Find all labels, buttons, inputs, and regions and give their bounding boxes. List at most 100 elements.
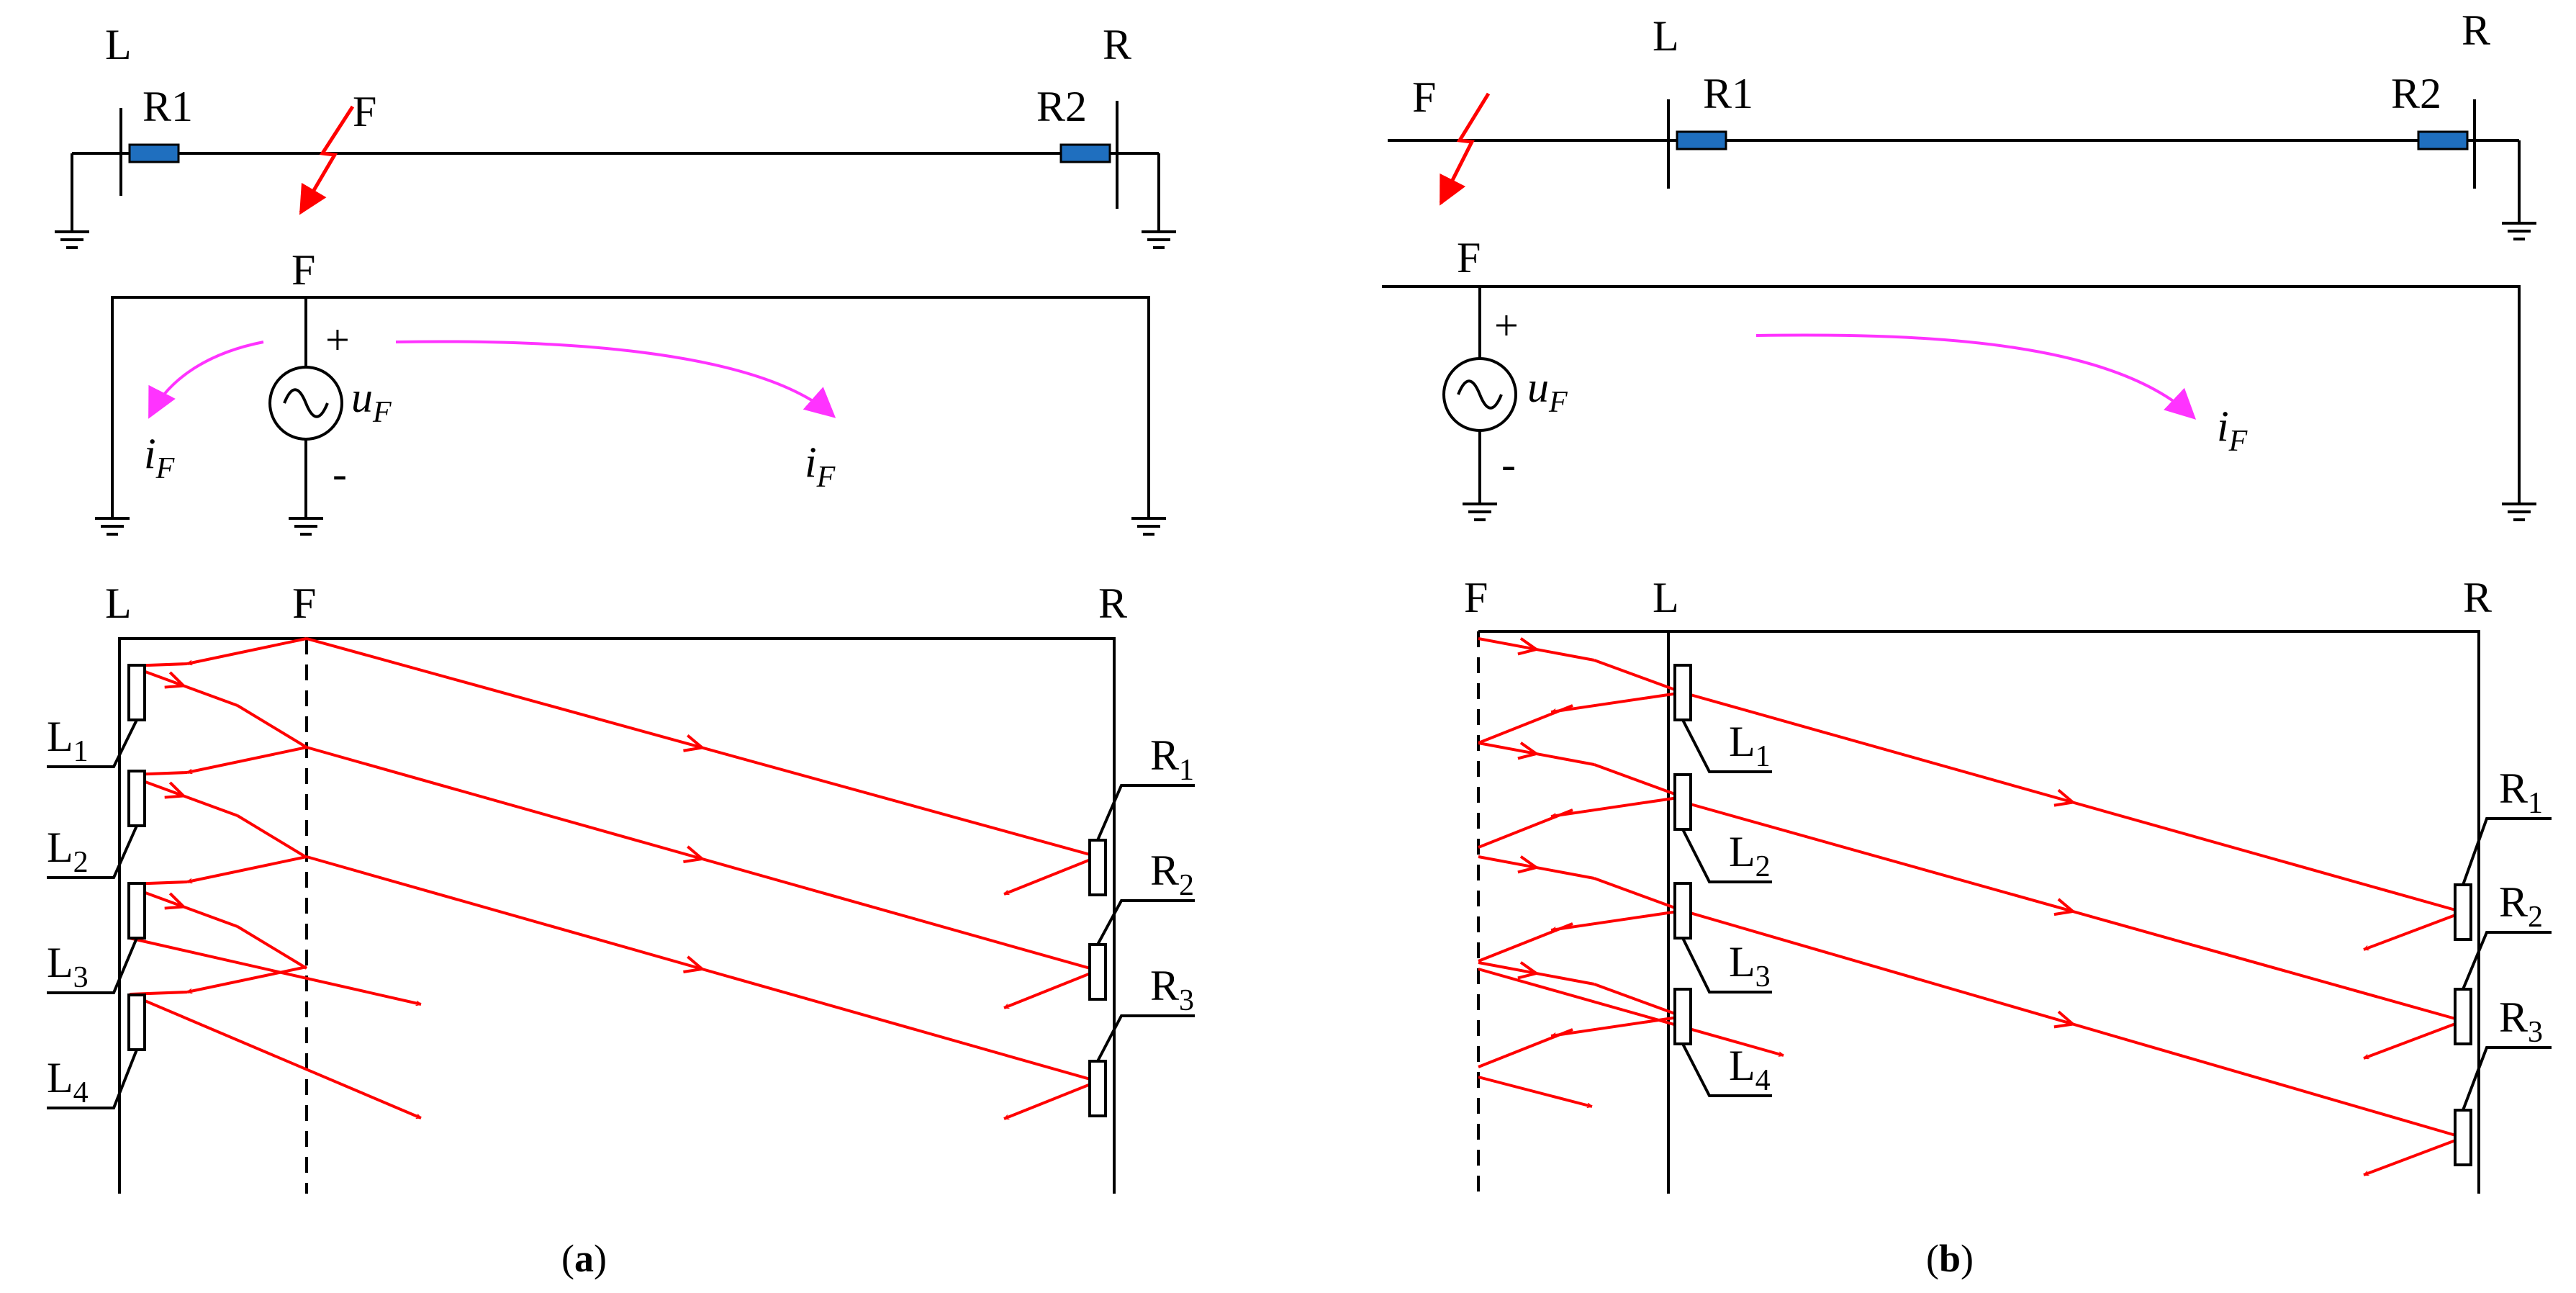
label-R1: R1: [143, 83, 193, 130]
leader-L4: [47, 1049, 138, 1109]
wave-segment: [187, 637, 307, 664]
label-uF: uF: [1527, 364, 1568, 419]
wave-arrow: [164, 892, 187, 910]
relay-boxes: [1673, 664, 2552, 1166]
leader-L4: [1681, 1043, 1772, 1097]
wave-segment: [1594, 983, 1684, 1018]
label-uF: uF: [351, 374, 392, 429]
wave-segment: [1594, 659, 1684, 694]
relay-label-R2: R2: [1150, 847, 1194, 902]
wave-segment: [236, 925, 308, 970]
relay-R3: [1088, 1060, 1107, 1117]
relay-R3: [2454, 1109, 2472, 1166]
wave-arrow: [2053, 788, 2076, 807]
relay-R1: [2454, 883, 2472, 941]
current-arrow-left: [148, 341, 264, 419]
label-L: L: [1653, 574, 1679, 621]
relay-label-L2: L2: [1729, 828, 1771, 883]
wave-arrow: [164, 671, 187, 689]
relay-L3: [127, 882, 146, 940]
label-F: F: [292, 580, 316, 627]
ground-icon: [95, 517, 130, 536]
label-plus: +: [325, 316, 350, 364]
label-iF-right: iF: [805, 438, 836, 494]
caption-a: (a): [561, 1237, 607, 1280]
leader-R2: [1096, 899, 1195, 945]
wave-segment: [1004, 855, 1098, 896]
ground-icon: [1142, 230, 1176, 249]
wave-arrow: [683, 955, 706, 974]
ground-icon: [1463, 503, 1497, 521]
relay-label-L4: L4: [1729, 1042, 1771, 1097]
panel-b-equivalent-circuit: [1382, 285, 2521, 504]
label-iF: iF: [2217, 402, 2248, 458]
relay-L2: [127, 770, 146, 827]
wave-segment: [1478, 1028, 1573, 1068]
wave-segment: [187, 855, 307, 882]
wave-segment: [1478, 704, 1573, 744]
relay-label-L3: L3: [1729, 938, 1771, 994]
caption-b: (b): [1926, 1237, 1974, 1280]
wave-segment: [1478, 1076, 1592, 1107]
relay-R2: [2454, 988, 2472, 1045]
leader-R3: [2462, 1046, 2552, 1111]
relay-L1: [1673, 664, 1692, 721]
label-F: F: [353, 88, 376, 135]
label-R: R: [1103, 21, 1131, 68]
panel-b-line-diagram: [1388, 99, 2521, 223]
wave-segment: [2364, 1136, 2464, 1176]
label-R2: R2: [1036, 83, 1087, 130]
relay-L3: [1673, 882, 1692, 940]
relay-r2: [2417, 130, 2469, 150]
wave-paths: [1478, 637, 2464, 1176]
leader-L3: [1681, 937, 1772, 994]
wave-segment: [1594, 877, 1684, 912]
relay-label-R1: R1: [2499, 765, 2543, 820]
label-R1: R1: [1703, 70, 1753, 117]
relay-r2: [1059, 143, 1111, 163]
wave-segment: [129, 937, 421, 1004]
panel-b: L R F R1 R2 F + - uF iF: [1382, 6, 2552, 1280]
label-F: F: [1464, 574, 1488, 621]
ground-icon: [2502, 503, 2536, 521]
wave-segment: [1551, 1015, 1684, 1036]
relay-label-R1: R1: [1150, 731, 1194, 787]
wave-segment: [187, 965, 307, 992]
relay-L1: [127, 664, 146, 721]
relay-L2: [1673, 773, 1692, 831]
relay-r1: [128, 143, 180, 163]
label-iF-left: iF: [144, 430, 175, 485]
leader-R1: [1096, 784, 1195, 841]
wave-segment: [236, 814, 308, 859]
label-minus: -: [333, 450, 347, 497]
relay-label-L3: L3: [47, 939, 89, 994]
panel-b-lattice: F L R L1 L2 L3 L4 R1 R2 R3: [1464, 574, 2552, 1194]
label-R2: R2: [2391, 70, 2441, 117]
relay-label-R3: R3: [2499, 994, 2543, 1049]
label-F: F: [292, 246, 315, 294]
label-R: R: [2463, 574, 2492, 621]
relay-label-L1: L1: [47, 713, 89, 768]
wave-paths: [129, 637, 1098, 1120]
wave-arrow: [683, 734, 706, 752]
relay-label-L2: L2: [47, 824, 89, 879]
relay-L4: [127, 994, 146, 1051]
relay-r1: [1676, 130, 1727, 150]
current-arrow-right: [1755, 333, 2197, 420]
wave-segment: [187, 746, 307, 772]
wave-arrow: [1517, 742, 1540, 760]
wave-segment: [2364, 1019, 2464, 1060]
label-R: R: [1098, 580, 1127, 627]
leader-L1: [47, 719, 138, 768]
wave-arrow: [164, 781, 187, 799]
wave-segment: [1478, 968, 1784, 1055]
leader-L2: [47, 825, 138, 879]
wave-segment: [1004, 1080, 1098, 1120]
wave-arrow: [1517, 637, 1540, 656]
wave-arrow: [2053, 1010, 2076, 1029]
label-F: F: [1412, 73, 1436, 121]
label-F: F: [1457, 234, 1481, 281]
relay-label-R3: R3: [1150, 962, 1194, 1017]
wave-arrow: [683, 845, 706, 864]
